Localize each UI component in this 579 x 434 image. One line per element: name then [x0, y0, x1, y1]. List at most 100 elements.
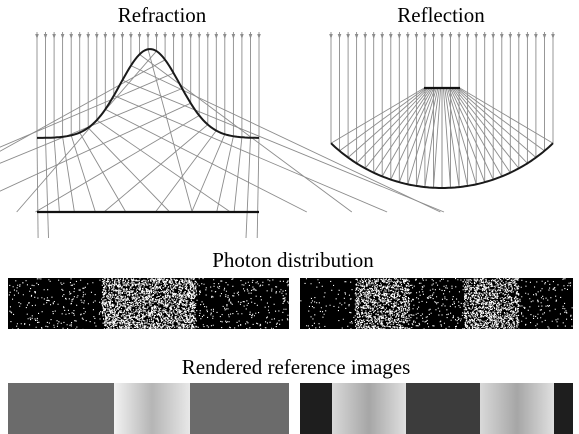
- reflection-incident-rays: [329, 32, 555, 188]
- reflected-ray: [339, 87, 426, 152]
- ray-arrowhead: [389, 34, 393, 39]
- ray-arrowhead: [206, 34, 210, 39]
- ray-arrowhead: [363, 34, 367, 39]
- reflected-ray: [456, 87, 537, 158]
- reflection-title: Reflection: [397, 3, 485, 27]
- reflected-ray: [356, 87, 429, 164]
- reflected-ray: [398, 87, 436, 183]
- refracted-ray: [216, 136, 234, 213]
- ray-arrowhead: [163, 34, 167, 39]
- reflected-ray: [415, 87, 439, 186]
- ray-arrowhead: [371, 34, 376, 39]
- photon-dots: [8, 278, 290, 331]
- refraction-diagram: [0, 32, 445, 239]
- ray-arrowhead: [180, 34, 184, 39]
- ray-arrowhead: [414, 34, 419, 39]
- rendered-reference-reflection: [300, 383, 573, 434]
- ray-arrowhead: [500, 34, 504, 39]
- ray-arrowhead: [171, 34, 176, 39]
- refracted-ray: [256, 137, 260, 239]
- refracted-ray: [45, 137, 49, 239]
- ray-arrowhead: [248, 34, 253, 39]
- reflected-ray: [390, 87, 435, 180]
- ray-arrowhead: [77, 34, 82, 39]
- refracted-ray: [53, 137, 60, 213]
- ray-arrowhead: [95, 34, 99, 39]
- ray-arrowhead: [397, 34, 402, 39]
- ray-arrowhead: [60, 34, 65, 39]
- ray-arrowhead: [465, 34, 470, 39]
- ray-arrowhead: [448, 34, 453, 39]
- refracted-ray: [0, 72, 174, 148]
- photon-distribution-reflection: [300, 278, 573, 331]
- reflection-diagram: [329, 32, 555, 189]
- ray-arrowhead: [440, 34, 444, 39]
- reflection-mirror-surface: [330, 142, 554, 189]
- ray-arrowhead: [551, 34, 555, 39]
- ray-arrowhead: [214, 34, 219, 39]
- ray-arrowhead: [86, 34, 90, 39]
- reflected-ray: [451, 87, 503, 177]
- photon-dots: [300, 278, 573, 331]
- ray-arrowhead: [474, 34, 478, 39]
- ray-arrowhead: [137, 34, 142, 39]
- reflected-ray: [381, 87, 433, 177]
- ray-arrowhead: [542, 34, 547, 39]
- ray-arrowhead: [223, 34, 227, 39]
- refracted-ray: [245, 137, 251, 239]
- refracted-ray: [122, 79, 445, 213]
- ray-arrowhead: [517, 34, 521, 39]
- ray-arrowhead: [491, 34, 495, 39]
- reflected-ray: [442, 87, 451, 188]
- ray-arrowhead: [525, 34, 530, 39]
- ray-arrowhead: [43, 34, 48, 39]
- refracted-ray: [113, 95, 388, 213]
- rendered-reference-title: Rendered reference images: [181, 355, 411, 379]
- ray-arrowhead: [112, 34, 116, 39]
- rendered-reference-refraction: [8, 383, 289, 434]
- ray-arrowhead: [154, 34, 159, 39]
- reflected-ray: [424, 87, 440, 188]
- refracted-ray: [105, 108, 308, 213]
- ray-arrowhead: [423, 34, 427, 39]
- reflected-ray: [447, 87, 477, 185]
- ray-arrowhead: [231, 34, 236, 39]
- photon-panel-background: [8, 278, 289, 329]
- ray-arrowhead: [337, 34, 342, 39]
- reflected-ray: [330, 87, 425, 144]
- ray-arrowhead: [103, 34, 108, 39]
- refracted-ray: [62, 136, 75, 213]
- refracted-ray: [147, 49, 193, 213]
- photon-distribution-title: Photon distribution: [212, 248, 374, 272]
- ray-arrowhead: [380, 34, 384, 39]
- refracted-ray: [96, 119, 231, 213]
- ray-arrowhead: [35, 34, 39, 39]
- ray-arrowhead: [197, 34, 201, 39]
- reflected-ray: [448, 87, 486, 183]
- ray-arrowhead: [406, 34, 410, 39]
- ray-arrowhead: [257, 34, 261, 39]
- ray-arrowhead: [69, 34, 73, 39]
- reflected-ray: [445, 87, 469, 186]
- ray-arrowhead: [354, 34, 359, 39]
- ray-arrowhead: [188, 34, 193, 39]
- refracted-ray: [103, 124, 209, 213]
- reflected-ray: [452, 87, 511, 173]
- ray-arrowhead: [329, 34, 333, 39]
- reflected-ray: [444, 87, 460, 188]
- reflected-ray: [449, 87, 494, 180]
- reflected-ray: [407, 87, 437, 185]
- reflected-ray: [458, 87, 545, 152]
- refracted-ray: [87, 127, 171, 213]
- reflected-ray: [433, 87, 442, 188]
- ray-arrowhead: [482, 34, 487, 39]
- reflected-ray: [364, 87, 431, 169]
- refracted-ray: [0, 88, 183, 164]
- reflected-ray: [347, 87, 428, 158]
- ray-arrowhead: [120, 34, 125, 39]
- ray-arrowhead: [240, 34, 244, 39]
- ray-arrowhead: [534, 34, 538, 39]
- refracted-ray: [70, 135, 96, 213]
- refracted-ray: [0, 102, 191, 192]
